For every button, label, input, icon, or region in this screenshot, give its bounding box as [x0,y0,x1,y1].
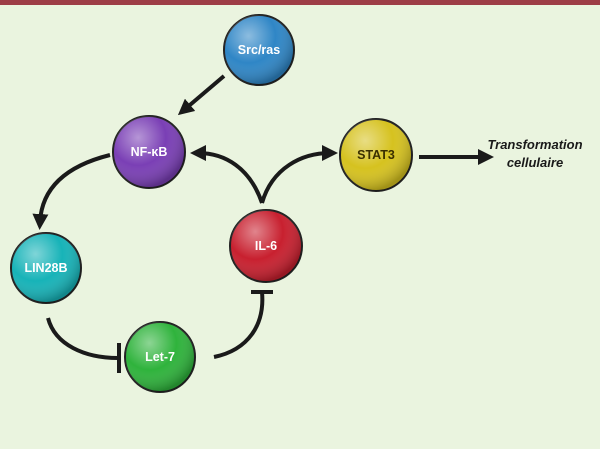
edge-nfkb-to-lin28b [32,153,111,230]
node-nfkb: NF-κB [112,115,186,189]
outcome-label-line1: Transformation [487,137,582,152]
node-src-ras-label: Src/ras [238,43,280,57]
edge-lin28b-inhibits-let7 [46,317,119,360]
top-border [0,0,600,5]
node-lin28b-label: LIN28B [24,261,67,275]
node-src-ras: Src/ras [223,14,295,86]
edge-let7-inhibits-il6 [213,291,265,359]
node-stat3-label: STAT3 [357,148,395,162]
outcome-label-line2: cellulaire [507,155,563,170]
node-let7-label: Let-7 [145,350,175,364]
edge-il6-to-nfkb [190,145,264,204]
node-il6: IL-6 [229,209,303,283]
node-lin28b: LIN28B [10,232,82,304]
edge-src-to-nfkb [177,74,226,116]
node-let7: Let-7 [124,321,196,393]
node-nfkb-label: NF-κB [131,145,168,159]
node-stat3: STAT3 [339,118,413,192]
node-il6-label: IL-6 [255,239,277,253]
edge-il6-to-stat3 [260,145,338,204]
